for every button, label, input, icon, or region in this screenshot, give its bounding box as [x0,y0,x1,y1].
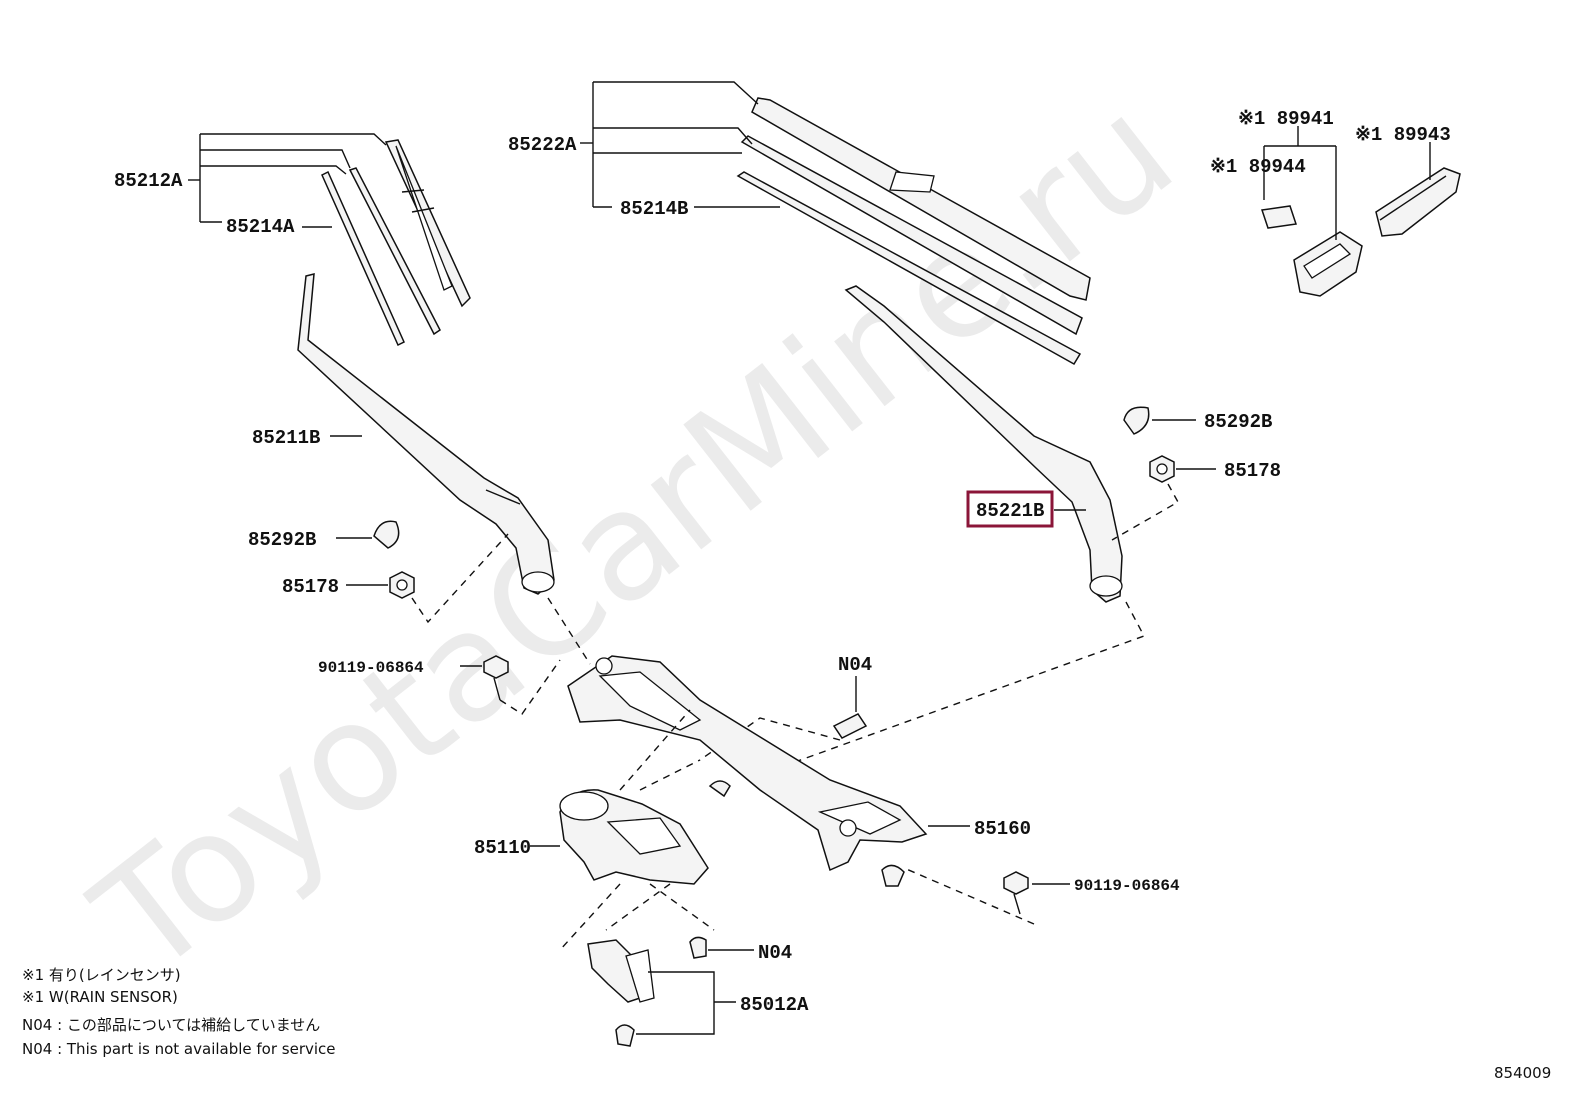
label-85211B: 85211B [252,427,320,449]
bottom-N04-part [689,936,754,959]
label-85222A: 85222A [508,134,577,156]
right-nut-85178 [1111,455,1216,541]
motor-bracket [587,939,736,1047]
right-wiper-blade [736,97,1091,366]
label-85012A: 85012A [740,994,809,1016]
top-bolt-N04 [699,676,868,761]
left-cap-85292B [336,520,400,549]
label-N04-bottom: N04 [758,942,792,964]
label-85160: 85160 [974,818,1031,840]
label-90119-right: 90119-06864 [1074,877,1180,895]
left-arm-dash [547,597,591,665]
label-85221B[interactable]: 85221B [976,500,1044,522]
right-wiper-arm [844,285,1123,603]
label-89943: ※1 89943 [1355,124,1451,146]
note-rain-sensor-jp: ※1 有り(レインセンサ) [22,966,181,984]
label-85212A: 85212A [114,170,183,192]
leader-85222A [580,81,780,208]
wiper-motor [530,709,715,951]
right-bolt-90119 [903,867,1070,925]
leader-89941 [1263,126,1431,240]
label-89941: ※1 89941 [1238,108,1334,130]
label-85178-left: 85178 [282,576,339,598]
label-85292B-left: 85292B [248,529,316,551]
left-nut-85178 [346,533,509,624]
note-n04-en: N04 : This part is not available for ser… [22,1040,336,1058]
diagram-id: 854009 [1494,1064,1551,1082]
label-85178-right: 85178 [1224,460,1281,482]
left-wiper-arm [297,273,555,595]
leader-85212A [188,133,387,228]
label-85110: 85110 [474,837,531,859]
label-89944: ※1 89944 [1210,156,1306,178]
left-wiper-blade [321,139,471,347]
label-90119-left: 90119-06864 [318,659,424,677]
right-cap-85292B [1123,406,1196,435]
left-bolt-90119 [460,655,561,715]
label-85214B: 85214B [620,198,688,220]
note-n04-jp: N04 : この部品については補給していません [22,1016,320,1034]
right-arm-dash [783,601,1145,767]
rain-sensor-parts [1261,167,1461,297]
label-85214A: 85214A [226,216,295,238]
wiper-linkage [567,655,970,887]
highlight-box-85221B [966,490,1054,528]
label-N04-top: N04 [838,654,872,676]
label-85292B-right: 85292B [1204,411,1272,433]
note-rain-sensor-en: ※1 W(RAIN SENSOR) [22,988,178,1006]
